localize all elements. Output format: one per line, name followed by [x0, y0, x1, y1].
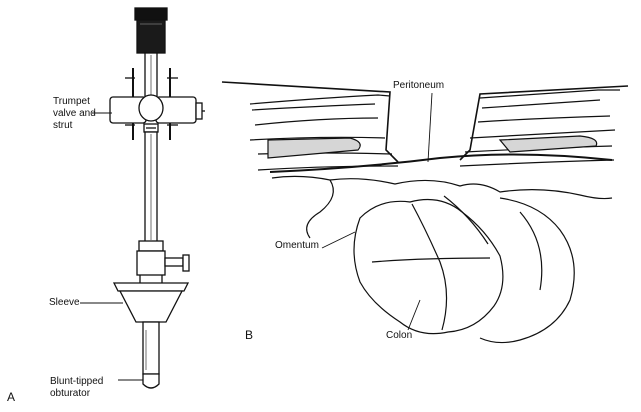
panel-letter-a: A [7, 390, 16, 404]
colon [353, 199, 504, 335]
obturator-rod [142, 321, 160, 375]
retractor-right [459, 85, 629, 161]
peritoneum-membrane [269, 153, 613, 173]
eyepiece-body [136, 19, 166, 54]
leaders-a [80, 112, 143, 381]
valve-knob [195, 102, 203, 120]
stopcock [164, 257, 184, 267]
muscle-left [267, 137, 361, 159]
wall-left-top [249, 94, 391, 105]
omentum [271, 175, 613, 200]
panel-letter-b: B [245, 328, 254, 342]
small-bowel [479, 197, 575, 344]
label-sleeve: Sleeve [49, 297, 80, 308]
leaders-b [321, 92, 433, 331]
label-trumpet-valve: Trumpet valve and strut [53, 96, 96, 131]
wall-right-top [479, 89, 620, 99]
trocar-instrument [109, 7, 205, 389]
muscle-right [498, 135, 598, 153]
label-obturator: Blunt-tipped obturator [50, 376, 104, 399]
sleeve-flange [112, 282, 190, 292]
label-omentum: Omentum [275, 240, 319, 251]
label-peritoneum: Peritoneum [393, 80, 445, 91]
eyepiece-cap [134, 7, 168, 21]
abdominal-section [221, 81, 629, 344]
retractor-left [221, 81, 399, 163]
collar [138, 240, 164, 252]
obturator-tip [142, 373, 160, 389]
label-colon: Colon [386, 330, 413, 341]
